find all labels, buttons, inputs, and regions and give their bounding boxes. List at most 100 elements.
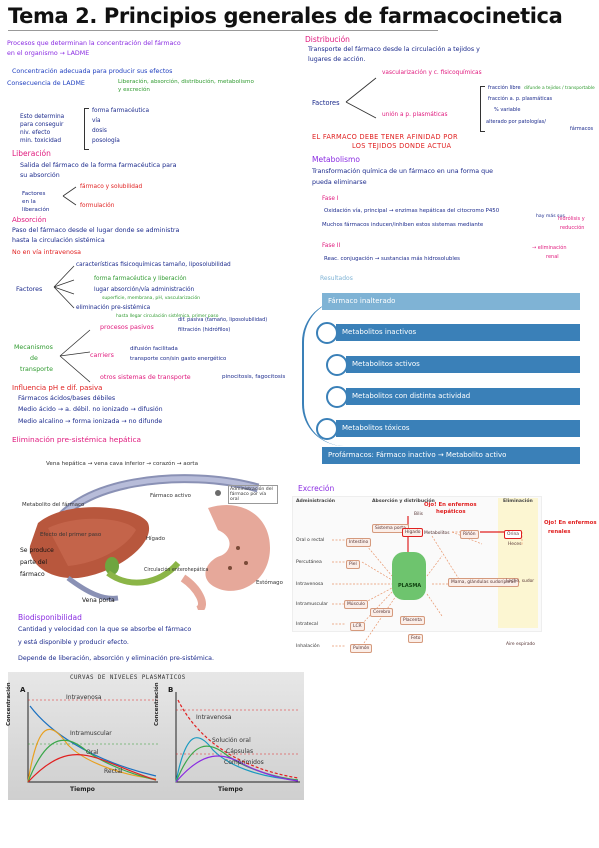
exc-node-rinon: Riñón [460,530,479,539]
curve-a-label-3: Oral [86,749,99,756]
curve-b-label-3: Cápsulas [226,748,254,755]
liver-label-activo: Fármaco activo [150,493,191,499]
abs-heading: Absorción [12,216,47,224]
exc-node-intestino: Intestino [346,538,372,547]
fase1-extra2-1: hidrólisis y [558,216,585,222]
curve-b-label-1: Intravenosa [196,714,232,721]
dist-union-item-2: fracción a. p. plasmáticas [488,96,553,102]
result-2: Metabolitos inactivos [336,324,580,341]
decide-item-3: dosis [92,128,107,134]
exc-ojo2-2: renales [548,529,571,535]
bio-line-3: Depende de liberación, absorción y elimi… [18,655,215,662]
liver-seproduce-1: Se produce [20,547,54,554]
dist-union-item-3: % variable [494,107,521,113]
lib-heading: Liberación [12,149,51,158]
result-6: Profármacos: Fármaco inactivo → Metaboli… [322,447,580,464]
curve-b-label-2: Solución oral [212,737,251,744]
curves-xlabel-a: Tiempo [70,786,95,793]
liver-label-estomago: Estómago [256,580,283,586]
exc-node-plasma: PLASMA [398,583,422,589]
dist-union-item-1: fracción libre [488,85,521,91]
liver-label-admin: Administración del fármaco por vía oral [228,485,278,504]
dist-union-item-5: fármacos [570,126,594,132]
ph-heading: Influencia pH e dif. pasiva [12,384,103,392]
warn-line-1: EL FARMACO DEBE TENER AFINIDAD POR [312,133,458,141]
abs-iv: No en vía intravenosa [12,249,82,256]
liver-seproduce-3: fármaco [20,571,45,578]
dist-union: unión a p. plasmáticas [382,112,448,118]
ladme-list-1: Liberación, absorción, distribución, met… [118,79,254,85]
fase1-text: Oxidación vía, principal → enzimas hepát… [324,208,500,214]
curve-a-label-1: Intravenosa [66,694,102,701]
exc-node-pulmon: Pulmón [350,644,373,653]
dist-fork-arrows [345,77,377,119]
result-ring-4 [326,386,348,408]
curves-ylabel-a: Concentración [6,682,12,726]
exc-ojo1-1: Ojo! En enfermos [424,502,477,508]
results-label: Resultados [320,275,353,282]
dist-union-item-4: alterado por patologías/ [486,119,546,125]
mec-pasivo: procesos pasivos [100,324,154,331]
exc-col-elim-bg [498,498,538,628]
mec-carrier: carriers [90,352,114,359]
liver-seproduce-2: parte del [20,559,48,566]
mec-carrier-item-1: difusión facilitada [130,346,178,352]
liver-label-metab: Metabolito del fármaco [22,502,85,508]
exc-route-2: Percutánea [296,560,322,565]
curves-panel-b: B [168,686,174,694]
exc-route-4: Intramuscular [296,602,328,607]
exc-node-orina: Orina [504,530,522,539]
results-curve [302,300,344,446]
lib-text-1: Salida del fármaco de la forma farmacéut… [20,162,177,169]
fase1-label: Fase I [322,196,339,202]
ph-line-2: Medio ácido → a. débil. no ionizado → di… [18,406,163,413]
met-heading: Metabolismo [312,155,360,164]
mec-otros-items: pinocitosis, fagocitosis [222,374,286,380]
ladme-text: Consecuencia de LADME [7,80,85,87]
liver-diagram [29,474,270,610]
exc-route-6: Inhalación [296,644,320,649]
curve-a-label-2: Intramuscular [70,730,112,737]
abs-text-2: hasta la circulación sistémica [12,237,105,244]
fac-item-6: hasta llegar circulación sistémica, prim… [116,314,219,319]
ph-line-3: Medio alcalino → forma ionizada → no dif… [18,418,163,425]
bio-line-1: Cantidad y velocidad con la que se absor… [18,626,192,633]
curve-a-label-4: Rectal [104,768,123,775]
conc-text: Concentración adecuada para producir sus… [12,68,173,75]
dist-union-brace [480,86,485,132]
met-text-2: pueda eliminarse [312,179,367,186]
exc-route-1: Oral o rectal [296,538,325,543]
fac-fork-arrows [53,265,75,309]
dist-heading: Distribución [305,35,350,44]
dist-vasc: vascularización y c. fisicoquímicas [382,70,482,76]
mec-carrier-item-2: transporte con/sin gasto energético [130,356,227,362]
exc-node-feto: Feto [408,634,424,643]
exc-ojo1-2: hepáticos [436,509,466,515]
exc-node-piel: Piel [346,560,360,569]
fac-item-4: superficie, membrana, pH, vascularizació… [102,296,201,301]
liver-label-porta: Vena porta [82,597,115,604]
curves-title: CURVAS DE NIVELES PLASMATICOS [70,675,186,681]
result-ring-3 [326,354,348,376]
lib-factors-1: Factores [22,191,46,197]
exc-node-lcr: LCR [350,622,365,631]
result-ring-2 [316,322,338,344]
decide-2: para conseguir [20,122,64,128]
decide-item-4: posología [92,138,120,144]
exc-col-admin: Administración [296,499,336,504]
mec-fork-arrows [59,329,91,383]
fase1-extra2-2: reducción [560,225,585,231]
page-title: Tema 2. Principios generales de farmacoc… [8,4,563,28]
curves-plot [27,692,300,783]
ph-line-1: Fármacos ácidos/bases débiles [18,395,116,402]
exc-node-higado: Hígado [402,528,424,537]
fase2-label: Fase II [322,243,341,249]
lib-fork-arrows [62,186,77,206]
exc-arrows [332,516,523,647]
result-ring-5 [316,418,338,440]
fac-label: Factores [16,286,43,293]
dist-text-1: Transporte del fármaco desde la circulac… [308,46,480,53]
exc-node-musculo: Músculo [344,600,368,609]
exc-node-heces: Heces [508,542,522,547]
exc-node-mama: Mama, glándulas sudoríparas [448,578,519,587]
